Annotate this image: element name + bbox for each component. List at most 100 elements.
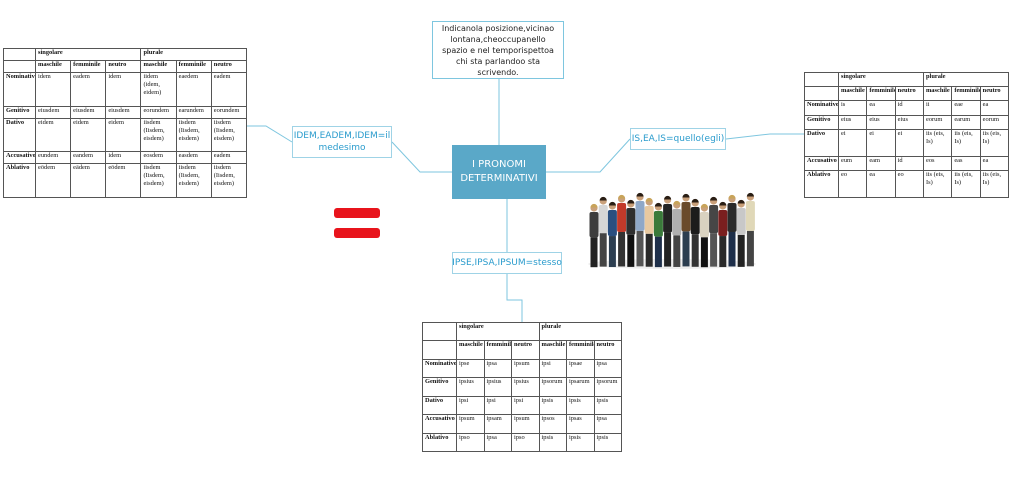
table-cell: id [894,155,924,172]
table-cell: eundem [34,151,72,165]
table-cell: ea [866,100,896,116]
connector-ipse-table [506,274,523,322]
table-cell: eosdem [140,151,177,165]
person-figure [653,202,663,268]
table-case-label: Genitivo [804,114,839,130]
table-cell: ipsam [483,414,512,434]
table-cell: eum [837,155,868,172]
table-cell: iis (eis, Is) [922,128,953,157]
person-figure [607,201,617,268]
table-cell: iidem (idem, eidem) [140,72,177,107]
table-cell: eiusdem [34,105,72,119]
central-topic[interactable]: I PRONOMI DETERMINATIVI [452,145,546,199]
table-cell: ei [866,128,896,157]
person-figure [699,203,709,268]
table-cell: eaedem [175,72,212,107]
table-cell: ei [837,128,868,157]
person-figure [736,199,746,267]
table-cell: ipsas [566,414,595,434]
person-figure [718,201,728,268]
branch-ipse[interactable]: IPSE,IPSA,IPSUM=stesso [452,252,562,274]
table-cell: eorum [979,114,1010,130]
table-cell: iis (eis, Is) [979,128,1010,157]
person-figure [681,193,691,267]
table-cell: ea [979,155,1010,172]
person-figure [709,196,719,267]
table-cell: iisdem (Iisdem, eisdem) [140,163,177,198]
table-case-label: Ablativo [804,170,839,198]
table-gender-header: neutro [105,60,142,74]
person-figure [672,200,682,267]
table-cell: eōdem [105,163,142,198]
table-case-label: Dativo [804,128,839,157]
person-figure [617,194,627,267]
table-cell: ea [979,100,1010,116]
table-cell: eorum [922,114,953,130]
table-cell: iisdem (Iisdem, eisdem) [175,163,212,198]
table-case-label: Genitivo [422,377,457,397]
table-gender-header: femminile [866,86,896,102]
person-figure [589,203,599,268]
table-case-label: Ablativo [422,432,457,453]
table-cell: iis (eis, Is) [979,170,1010,198]
table-cell: eos [922,155,953,172]
table-case-label: Dativo [3,117,36,153]
table-corner-cell [422,321,457,342]
table-cell: ipsis [538,432,567,453]
table-cell: iisdem (Iisdem, eisdem) [175,117,212,153]
table-group-header: singolare [456,321,540,342]
connector-idem-table [247,125,293,143]
table-cell: ipsis [566,395,595,416]
table-cell: ipsi [483,395,512,416]
table-gender-header: neutro [511,340,540,360]
note-box[interactable]: Indicanola posizione,vicinao lontana,che… [432,21,564,79]
branch-is-label: IS,EA,IS=quello(egli) [631,134,725,144]
table-cell: eo [894,170,924,198]
note-text: Indicanola posizione,vicinao lontana,che… [441,23,555,77]
branch-ipse-label: IPSE,IPSA,IPSUM=stesso [452,258,562,268]
table-corner-cell [3,47,36,62]
table-gender-header: femminile [951,86,981,102]
table-cell: ipsarum [566,377,595,397]
table-corner-cell [422,340,457,360]
table-group-header: plurale [922,71,1010,88]
branch-idem[interactable]: IDEM,EADEM,IDEM=il medesimo [292,126,392,158]
table-cell: ipsum [511,414,540,434]
equals-sign-icon[interactable] [334,206,380,238]
table-group-header: singolare [838,71,924,88]
table-cell: eadem [210,72,248,107]
table-cell: earum [951,114,981,130]
table-cell: eorundem [140,105,177,119]
table-gender-header: femminile [70,60,107,74]
table-cell: ipsa [483,358,512,379]
table-cell: ipsius [511,377,540,397]
person-figure [626,199,636,267]
table-cell: easdem [175,151,212,165]
table-group-header: plurale [538,321,622,342]
table-cell: idem [34,72,72,107]
person-figure [745,192,755,267]
table-case-label: Nominativo [804,100,839,116]
table-cell: eidem [105,117,142,153]
table-cell: iis (eis, Is) [951,128,981,157]
group-of-people-image[interactable] [584,184,760,270]
branch-is[interactable]: IS,EA,IS=quello(egli) [630,128,726,150]
table-cell: ipsorum [593,377,622,397]
table-case-label: Dativo [422,395,457,416]
person-figure [727,194,737,267]
table-gender-header: neutro [979,86,1010,102]
table-cell: eandem [70,151,107,165]
table-cell: ipsis [593,432,622,453]
table-gender-header: neutro [210,60,248,74]
